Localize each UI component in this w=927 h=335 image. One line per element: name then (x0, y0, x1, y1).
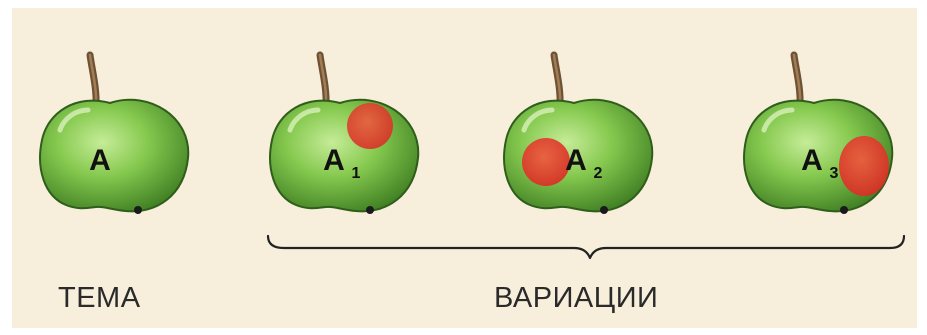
apple-letter: A (801, 144, 823, 177)
apple-subscript: 3 (830, 165, 839, 182)
apple-subscript: 1 (352, 165, 361, 182)
variation-apple-1: A 1 (269, 51, 420, 214)
apple-letter: A (89, 144, 111, 177)
apple-letter: A (565, 144, 587, 177)
variation-apple-2: A 2 (503, 51, 654, 214)
apple-subscript: 2 (594, 165, 603, 182)
red-spot (839, 136, 889, 196)
variation-apple-3: A 3 (743, 51, 894, 214)
apple-letter: A (323, 144, 345, 177)
theme-caption: ТЕМА (58, 282, 141, 314)
red-spot (347, 103, 393, 149)
variations-brace (266, 234, 906, 260)
variations-caption: ВАРИАЦИИ (494, 282, 659, 314)
theme-apple: A (39, 51, 190, 214)
red-spot (522, 138, 570, 186)
